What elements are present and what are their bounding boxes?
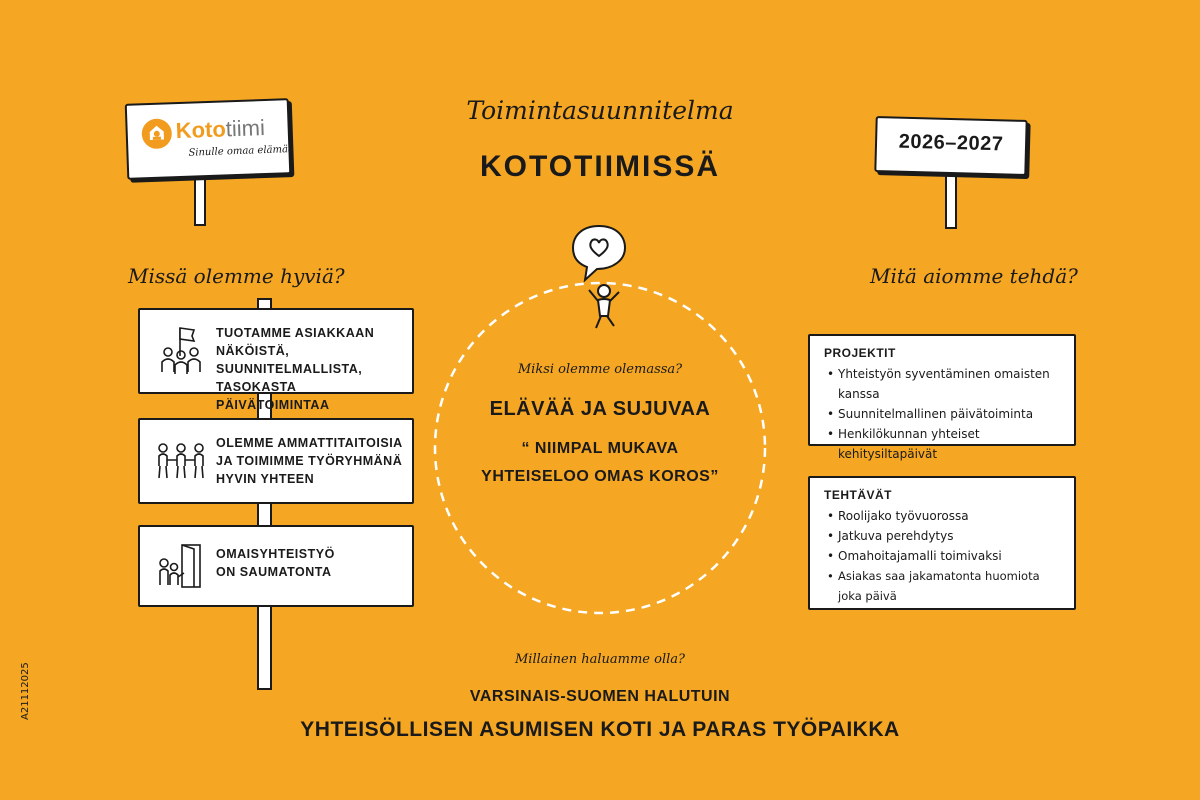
door-visitors-icon [154, 539, 208, 593]
document-code: A21112025 [20, 662, 31, 720]
center-quote-line1: “ NIIMPAL MUKAVA [521, 440, 679, 457]
tasks-item: Omahoitajamalli toimivaksi [827, 546, 1062, 566]
heart-speech-bubble-icon [571, 224, 627, 283]
projects-item: Yhteistyön syventäminen omaisten kanssa [827, 364, 1062, 404]
logo-wordmark: Kototiimi [175, 115, 265, 144]
logo-brand-b: tiimi [225, 115, 266, 142]
logo-tagline: Sinulle omaa elämää [188, 144, 295, 159]
tasks-header: TEHTÄVÄT [824, 488, 892, 502]
tasks-box: TEHTÄVÄT Roolijako työvuorossa Jatkuva p… [808, 476, 1076, 610]
projects-list: Yhteistyön syventäminen omaisten kanssa … [824, 364, 1062, 464]
bottom-line1: VARSINAIS-SUOMEN HALUTUIN [469, 688, 731, 705]
logo-house-icon [141, 118, 173, 150]
tasks-item: Roolijako työvuorossa [827, 506, 1062, 526]
left-board-1-text: TUOTAMME ASIAKKAAN NÄKÖISTÄ, SUUNNITELMA… [216, 326, 375, 412]
left-board-1: TUOTAMME ASIAKKAAN NÄKÖISTÄ, SUUNNITELMA… [138, 308, 414, 412]
left-question: Missä olemme hyviä? [128, 264, 345, 288]
projects-item: Suunnitelmallinen päivätoiminta [827, 404, 1062, 424]
right-question: Mitä aiomme tehdä? [870, 264, 1078, 288]
tasks-list: Roolijako työvuorossa Jatkuva perehdytys… [824, 506, 1062, 606]
left-board-2: OLEMME AMMATTITAITOISIA JA TOIMIMME TYÖR… [138, 418, 414, 504]
year-text: 2026–2027 [898, 130, 1004, 156]
logo-brand-a: Koto [175, 116, 227, 144]
year-sign: 2026–2027 [874, 116, 1028, 176]
team-holding-hands-icon [154, 432, 208, 486]
flag-group-icon [154, 322, 208, 376]
center-quote-line2: YHTEISELOO OMAS KOROS” [481, 468, 719, 485]
projects-box: PROJEKTIT Yhteistyön syventäminen omaist… [808, 334, 1076, 461]
projects-header: PROJEKTIT [824, 346, 896, 360]
happy-person-icon [588, 284, 620, 329]
projects-item: Henkilökunnan yhteiset kehitysiltapäivät [827, 424, 1062, 464]
bottom-question: Millainen haluamme olla? [514, 652, 685, 667]
title-line1: Toimintasuunnitelma [466, 96, 734, 125]
bottom-line2: YHTEISÖLLISEN ASUMISEN KOTI JA PARAS TYÖ… [300, 718, 900, 741]
title-line2: KOTOTIIMISSÄ [479, 150, 721, 183]
left-board-2-text: OLEMME AMMATTITAITOISIA JA TOIMIMME TYÖR… [216, 436, 403, 486]
tasks-item: Jatkuva perehdytys [827, 526, 1062, 546]
tasks-item: Asiakas saa jakamatonta huomiota joka pä… [827, 566, 1062, 606]
center-dashed-circle [433, 281, 767, 615]
logo-sign: Kototiimi Sinulle omaa elämää [124, 98, 295, 180]
center-question: Miksi olemme olemassa? [517, 362, 683, 377]
left-board-3-text: OMAISYHTEISTYÖ ON SAUMATONTA [216, 547, 335, 579]
center-heading: ELÄVÄÄ JA SUJUVAA [489, 398, 711, 420]
logo-sign-post [194, 172, 206, 226]
year-sign-post [945, 170, 957, 229]
left-board-3: OMAISYHTEISTYÖ ON SAUMATONTA [138, 525, 414, 607]
